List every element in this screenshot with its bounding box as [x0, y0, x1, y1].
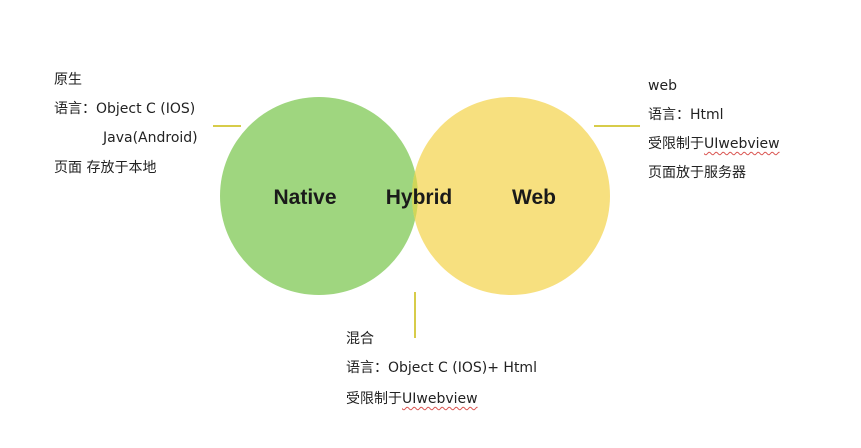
native-label: Native: [273, 186, 336, 209]
hybrid-label: Hybrid: [386, 186, 453, 209]
web-circle: [412, 97, 610, 295]
web-language-line: 语言：Html: [648, 107, 724, 123]
web-label: Web: [512, 186, 556, 209]
hybrid-overlap: [412, 171, 418, 221]
hybrid-limit-prefix: 受限制于: [346, 391, 402, 407]
web-note-title: web: [648, 78, 677, 94]
web-limit-line: 受限制于UIwebview: [648, 135, 780, 153]
hybrid-language-line: 语言：Object C (IOS)+ Html: [346, 360, 537, 376]
native-note-title: 原生: [54, 72, 82, 88]
native-language-line-2: Java(Android): [103, 130, 198, 146]
web-storage-line: 页面放于服务器: [648, 165, 746, 181]
web-limit-term: UIwebview: [704, 136, 780, 152]
native-storage-line: 页面 存放于本地: [54, 160, 157, 176]
hybrid-limit-term: UIwebview: [402, 391, 478, 407]
web-limit-prefix: 受限制于: [648, 136, 704, 152]
native-language-line: 语言：Object C (IOS): [54, 101, 196, 117]
hybrid-note-title: 混合: [346, 331, 374, 347]
hybrid-limit-line: 受限制于UIwebview: [346, 390, 478, 408]
native-circle: [220, 97, 418, 295]
